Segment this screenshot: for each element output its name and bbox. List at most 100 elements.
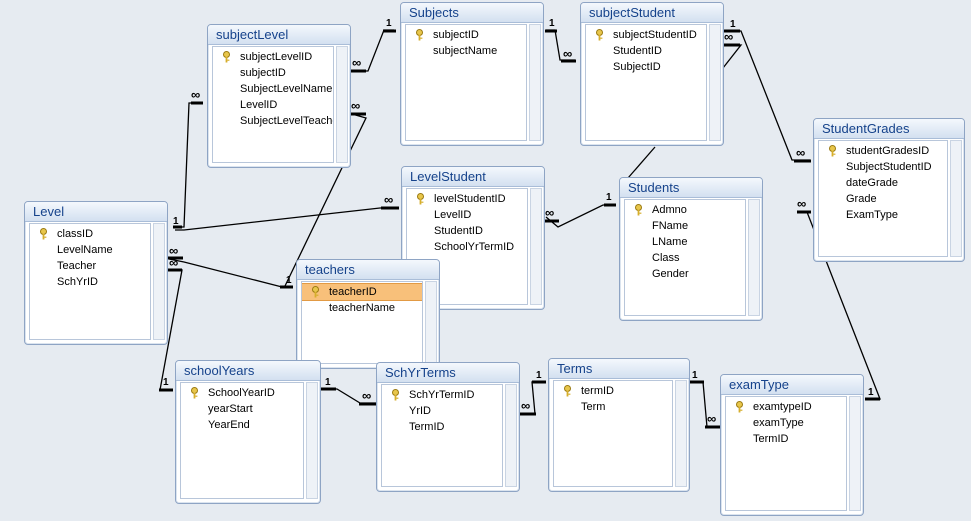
field-list-pane[interactable]: classID LevelName Teacher SchYrID	[29, 223, 151, 340]
field-row[interactable]: subjectID	[213, 65, 333, 81]
field-row[interactable]: StudentID	[586, 43, 706, 59]
field-row[interactable]: SchoolYearID	[181, 385, 303, 401]
field-list-pane[interactable]: termID Term	[553, 380, 673, 487]
table-teachers[interactable]: teachers teacherID teacherName	[296, 259, 440, 369]
field-list-pane[interactable]: subjectLevelID subjectID SubjectLevelNam…	[212, 46, 334, 163]
field-row[interactable]: ExamType	[819, 207, 947, 223]
field-row[interactable]: LevelID	[407, 207, 527, 223]
vertical-scrollbar[interactable]	[306, 382, 318, 499]
primary-key-icon	[736, 401, 743, 413]
field-list-pane[interactable]: teacherID teacherName	[301, 281, 423, 364]
table-Terms[interactable]: Terms termID Term	[548, 358, 690, 492]
field-row[interactable]: examType	[726, 415, 846, 431]
field-row[interactable]: Teacher	[30, 258, 150, 274]
table-examType[interactable]: examType examtypeID examType TermID	[720, 374, 864, 516]
field-name: Class	[652, 252, 680, 264]
field-row[interactable]: SchYrTermID	[382, 387, 502, 403]
vertical-scrollbar[interactable]	[709, 24, 721, 141]
table-Subjects[interactable]: Subjects subjectID subjectName	[400, 2, 544, 146]
field-row[interactable]: Class	[625, 250, 745, 266]
table-title[interactable]: Terms	[549, 359, 689, 379]
field-row-selected[interactable]: teacherID	[302, 283, 422, 301]
table-title[interactable]: SchYrTerms	[377, 363, 519, 383]
field-row[interactable]: Grade	[819, 191, 947, 207]
vertical-scrollbar[interactable]	[530, 188, 542, 305]
field-list-pane[interactable]: examtypeID examType TermID	[725, 396, 847, 511]
field-row[interactable]: FName	[625, 218, 745, 234]
table-Level[interactable]: Level classID LevelName Teacher SchYrID	[24, 201, 168, 345]
field-row[interactable]: classID	[30, 226, 150, 242]
field-row[interactable]: teacherName	[302, 300, 422, 316]
field-list-pane[interactable]: Admno FName LName Class Gender	[624, 199, 746, 316]
field-row[interactable]: SchoolYrTermID	[407, 239, 527, 255]
field-row[interactable]: termID	[554, 383, 672, 399]
table-StudentGrades[interactable]: StudentGrades studentGradesID SubjectStu…	[813, 118, 965, 262]
vertical-scrollbar[interactable]	[153, 223, 165, 340]
field-row[interactable]: LName	[625, 234, 745, 250]
field-name: SubjectStudentID	[846, 161, 932, 173]
field-row[interactable]: LevelName	[30, 242, 150, 258]
table-title[interactable]: Students	[620, 178, 762, 198]
field-name: Admno	[652, 204, 687, 216]
table-title[interactable]: examType	[721, 375, 863, 395]
field-row[interactable]: examtypeID	[726, 399, 846, 415]
field-row[interactable]: TermID	[382, 419, 502, 435]
field-row[interactable]: subjectStudentID	[586, 27, 706, 43]
field-row[interactable]: SubjectStudentID	[819, 159, 947, 175]
field-list-pane[interactable]: subjectStudentID StudentID SubjectID	[585, 24, 707, 141]
vertical-scrollbar[interactable]	[336, 46, 348, 163]
field-row[interactable]: YearEnd	[181, 417, 303, 433]
field-row[interactable]: StudentID	[407, 223, 527, 239]
field-row[interactable]: SchYrID	[30, 274, 150, 290]
table-SchYrTerms[interactable]: SchYrTerms SchYrTermID YrID TermID	[376, 362, 520, 492]
field-name: StudentID	[434, 225, 483, 237]
table-subjectLevel[interactable]: subjectLevel subjectLevelID subjectID Su…	[207, 24, 351, 168]
table-title[interactable]: StudentGrades	[814, 119, 964, 139]
table-title[interactable]: subjectLevel	[208, 25, 350, 45]
field-row[interactable]: SubjectID	[586, 59, 706, 75]
table-title[interactable]: subjectStudent	[581, 3, 723, 23]
field-list-pane[interactable]: SchoolYearID yearStart YearEnd	[180, 382, 304, 499]
field-row[interactable]: yearStart	[181, 401, 303, 417]
field-name: YrID	[409, 405, 431, 417]
vertical-scrollbar[interactable]	[675, 380, 687, 487]
vertical-scrollbar[interactable]	[529, 24, 541, 141]
field-row[interactable]: SubjectLevelTeacher	[213, 113, 333, 129]
field-row[interactable]: Admno	[625, 202, 745, 218]
field-row[interactable]: studentGradesID	[819, 143, 947, 159]
table-title[interactable]: teachers	[297, 260, 439, 280]
field-name: Grade	[846, 193, 877, 205]
table-title[interactable]: schoolYears	[176, 361, 320, 381]
field-row[interactable]: Gender	[625, 266, 745, 282]
field-row[interactable]: subjectLevelID	[213, 49, 333, 65]
vertical-scrollbar[interactable]	[505, 384, 517, 487]
field-row[interactable]: Term	[554, 399, 672, 415]
field-row[interactable]: levelStudentID	[407, 191, 527, 207]
field-list-pane[interactable]: studentGradesID SubjectStudentID dateGra…	[818, 140, 948, 257]
field-row[interactable]: subjectID	[406, 27, 526, 43]
vertical-scrollbar[interactable]	[950, 140, 962, 257]
vertical-scrollbar[interactable]	[748, 199, 760, 316]
table-Students[interactable]: Students Admno FName LName Class Gender	[619, 177, 763, 321]
cardinality-one-label: 1	[173, 216, 179, 227]
table-title[interactable]: LevelStudent	[402, 167, 544, 187]
table-schoolYears[interactable]: schoolYears SchoolYearID yearStart YearE…	[175, 360, 321, 504]
vertical-scrollbar[interactable]	[849, 396, 861, 511]
field-row[interactable]: LevelID	[213, 97, 333, 113]
cardinality-many-label: ∞	[724, 29, 734, 44]
field-name: SchYrID	[57, 276, 98, 288]
vertical-scrollbar[interactable]	[425, 281, 437, 364]
cardinality-one-label: 1	[536, 370, 542, 381]
field-row[interactable]: subjectName	[406, 43, 526, 59]
table-title[interactable]: Level	[25, 202, 167, 222]
field-list-pane[interactable]: subjectID subjectName	[405, 24, 527, 141]
field-list-pane[interactable]: SchYrTermID YrID TermID	[381, 384, 503, 487]
field-row[interactable]: YrID	[382, 403, 502, 419]
field-row[interactable]: TermID	[726, 431, 846, 447]
table-subjectStudent[interactable]: subjectStudent subjectStudentID StudentI…	[580, 2, 724, 146]
field-row[interactable]: SubjectLevelName	[213, 81, 333, 97]
table-title[interactable]: Subjects	[401, 3, 543, 23]
field-row[interactable]: dateGrade	[819, 175, 947, 191]
